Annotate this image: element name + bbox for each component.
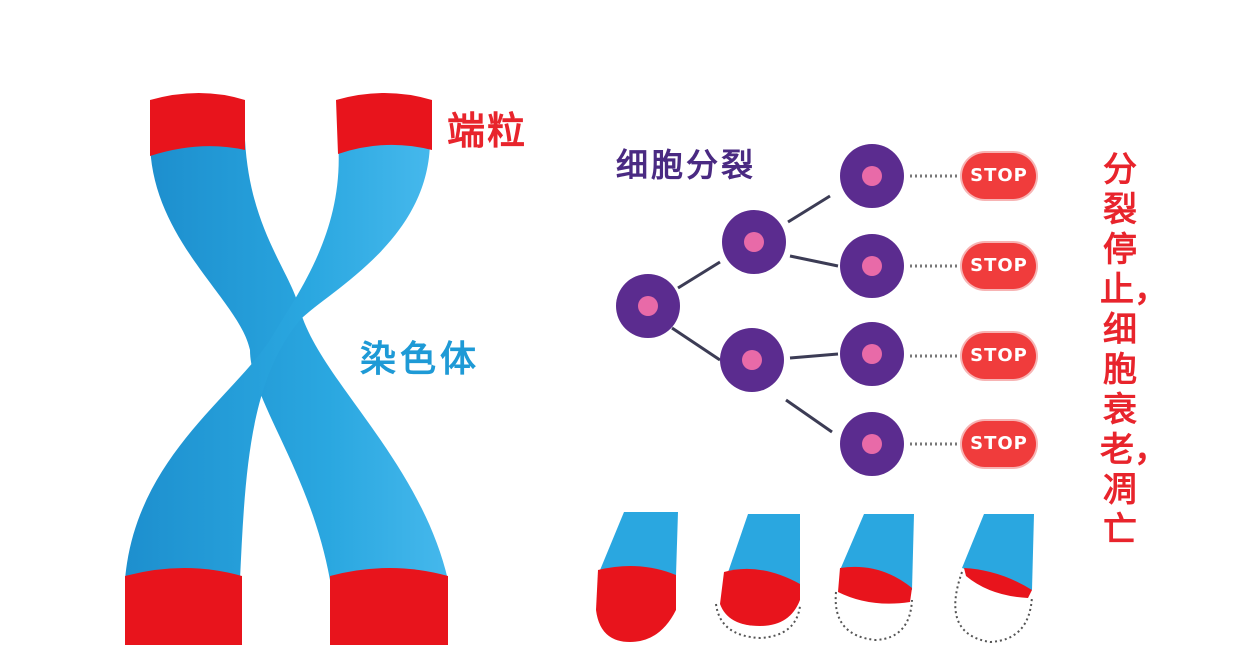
stop-badge-3: STOP <box>962 333 1036 379</box>
division-tree-lines <box>671 194 839 434</box>
cell-gen3-2 <box>840 234 904 298</box>
cell-gen2-bottom <box>720 328 784 392</box>
cell-gen3-3 <box>840 322 904 386</box>
telomere-stage-2 <box>715 514 801 640</box>
chromosome-x <box>125 93 448 645</box>
senescence-caption: 分裂停止，细胞衰老，凋亡 <box>1100 150 1168 550</box>
telomere-bottom-right <box>330 568 448 645</box>
chromosome-label: 染色体 <box>360 339 481 380</box>
telomere-top-right <box>336 93 432 154</box>
stop-badge-4: STOP <box>962 421 1036 467</box>
cell-gen3-4 <box>840 412 904 476</box>
telomere-bottom-left <box>125 568 242 645</box>
stop-badge-1: STOP <box>962 153 1036 199</box>
telomere-label: 端粒 <box>447 109 528 153</box>
cell-gen3-1 <box>840 144 904 208</box>
cells <box>616 144 904 476</box>
chromosome-arm-right <box>125 140 430 580</box>
stop-badge-2: STOP <box>962 243 1036 289</box>
stop-connectors <box>910 174 958 446</box>
cell-gen2-top <box>722 210 786 274</box>
telomere-stage-3 <box>834 514 914 642</box>
cell-root <box>616 274 680 338</box>
telomere-stage-1 <box>596 512 678 642</box>
telomere-shortening-sequence <box>596 512 1034 644</box>
cell-division-label: 细胞分裂 <box>616 146 757 184</box>
chromosome-arm-left <box>150 140 448 580</box>
telomere-top-left <box>150 93 245 156</box>
telomere-stage-4 <box>954 514 1034 644</box>
